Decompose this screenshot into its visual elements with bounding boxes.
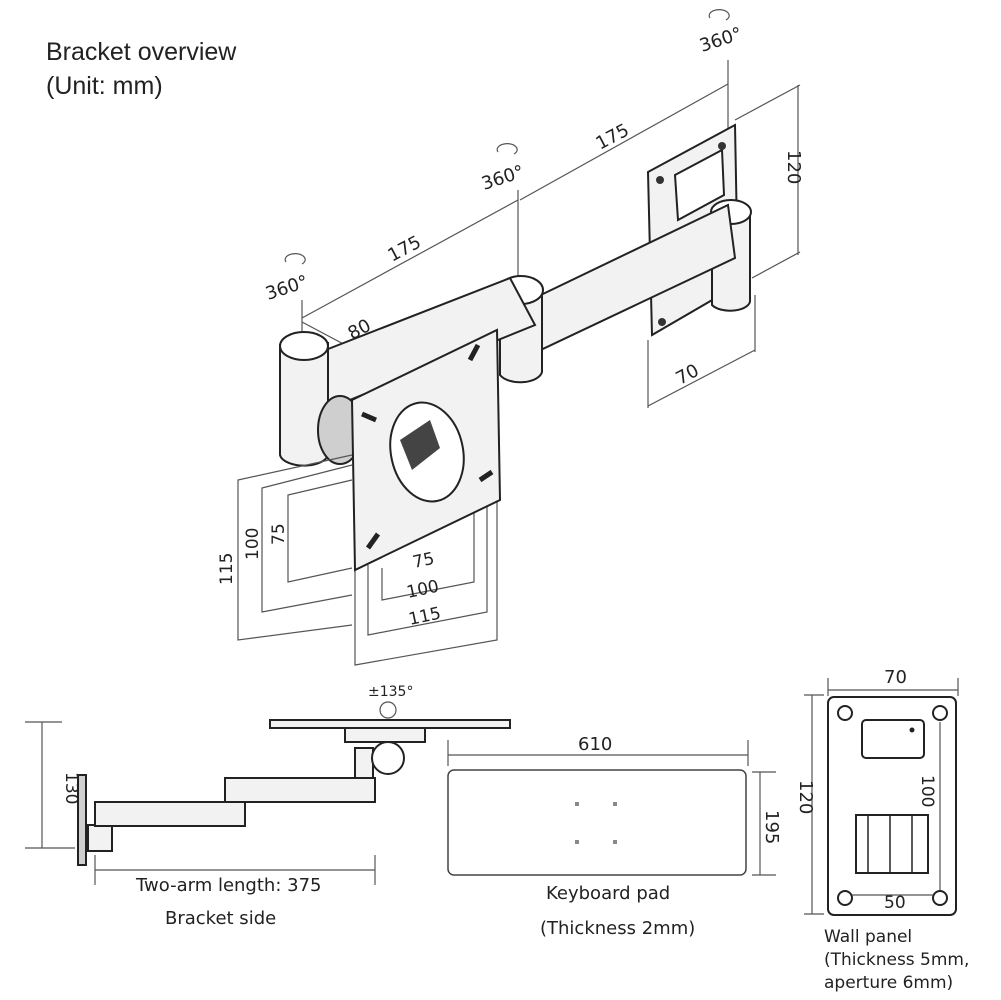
vesa-hub <box>400 420 440 470</box>
wall-hole-h-label: 50 <box>884 893 906 913</box>
overview-view: 360° 360° 360° 175 175 80 120 70 115 100… <box>217 9 804 666</box>
side-tilt-joint <box>371 741 405 775</box>
wall-plate-hole <box>718 142 726 150</box>
rotation-arrow-icon <box>708 9 730 21</box>
unit-label: (Unit: mm) <box>46 72 163 100</box>
page-title: Bracket overview <box>46 38 237 66</box>
arm-length-label: 175 <box>592 120 632 155</box>
dim-ext-120-top <box>734 84 801 121</box>
keyboard-caption: Keyboard pad <box>546 883 671 904</box>
dim-frame-75-v <box>287 479 353 583</box>
vesa-h-label: 75 <box>411 549 436 573</box>
wall-panel-hole <box>932 890 948 906</box>
vesa-v-label: 115 <box>217 553 237 585</box>
rotation-arrow-icon <box>496 143 518 155</box>
wall-plate-hole <box>658 318 666 326</box>
vesa-h-label: 115 <box>407 604 443 630</box>
dim-frame-115-v <box>237 454 353 641</box>
wall-panel-bracket <box>855 814 929 874</box>
wall-panel-hole <box>837 705 853 721</box>
rotation-left-label: 360° <box>263 271 311 304</box>
wall-panel-width-label: 70 <box>884 667 907 688</box>
side-mount <box>344 727 426 743</box>
arm-length-caption: Two-arm length: 375 <box>136 875 322 896</box>
side-wall-plate <box>77 774 87 866</box>
rotation-top-label: 360° <box>697 23 745 56</box>
dim-frame-100-v <box>261 464 353 613</box>
keyboard-hole <box>575 840 579 844</box>
dim-ext-120-bot <box>751 251 801 279</box>
wall-plate-window <box>673 148 726 222</box>
vesa-slot <box>365 532 381 550</box>
side-base-block <box>87 824 113 852</box>
arm-length-label: 175 <box>384 232 424 267</box>
wall-panel-hole <box>932 705 948 721</box>
wall-panel-view: 70 120 100 50 <box>795 667 959 916</box>
wall-panel-caption: Wall panel <box>824 927 913 947</box>
keyboard-hole <box>575 802 579 806</box>
side-neck <box>354 747 374 779</box>
keyboard-pad <box>447 769 747 876</box>
wall-plate-hole <box>656 176 664 184</box>
vesa-v-label: 75 <box>269 523 289 545</box>
keyboard-width-label: 610 <box>578 734 612 755</box>
dim-frame-100-h <box>367 500 488 636</box>
side-view-caption: Bracket side <box>165 908 277 929</box>
rotation-mid-label: 360° <box>479 161 527 194</box>
left-joint-top <box>279 331 329 361</box>
side-view: 130 ±135° <box>25 684 511 885</box>
wall-width-label: 70 <box>672 360 702 389</box>
dim-line-70 <box>647 349 756 407</box>
rotation-arrow-icon <box>284 253 306 265</box>
keyboard-depth-label: 195 <box>761 810 782 844</box>
side-upper-arm <box>224 777 376 803</box>
dim-line-175-left <box>301 199 519 319</box>
wall-hole-v-label: 100 <box>917 775 937 807</box>
wall-panel-note-1: (Thickness 5mm, <box>824 950 970 970</box>
wall-panel-dot <box>909 727 915 733</box>
wall-panel-hole <box>837 890 853 906</box>
side-tilt-label: ±135° <box>368 684 413 700</box>
dim-frame-75-h <box>381 512 475 601</box>
wall-panel-note-2: aperture 6mm) <box>824 973 954 993</box>
keyboard-hole <box>613 840 617 844</box>
vesa-slot <box>478 469 494 483</box>
keyboard-view: 610 195 <box>447 734 782 876</box>
vesa-v-label: 100 <box>243 528 263 560</box>
vesa-slot <box>467 343 481 362</box>
keyboard-hole <box>613 802 617 806</box>
dim-frame-115-h <box>354 490 498 666</box>
keyboard-thickness-caption: (Thickness 2mm) <box>540 918 696 939</box>
dim-line-175-top <box>519 83 729 201</box>
side-top-plate <box>269 719 511 729</box>
wall-height-label: 120 <box>783 150 804 184</box>
side-height-label: 130 <box>61 772 81 804</box>
vesa-slot <box>361 411 377 423</box>
wall-panel-window <box>861 719 925 759</box>
side-lower-arm <box>94 801 246 827</box>
tilt-arrow-icon <box>379 701 397 719</box>
vesa-h-label: 100 <box>405 577 441 603</box>
wall-panel-height-label: 120 <box>795 780 816 814</box>
